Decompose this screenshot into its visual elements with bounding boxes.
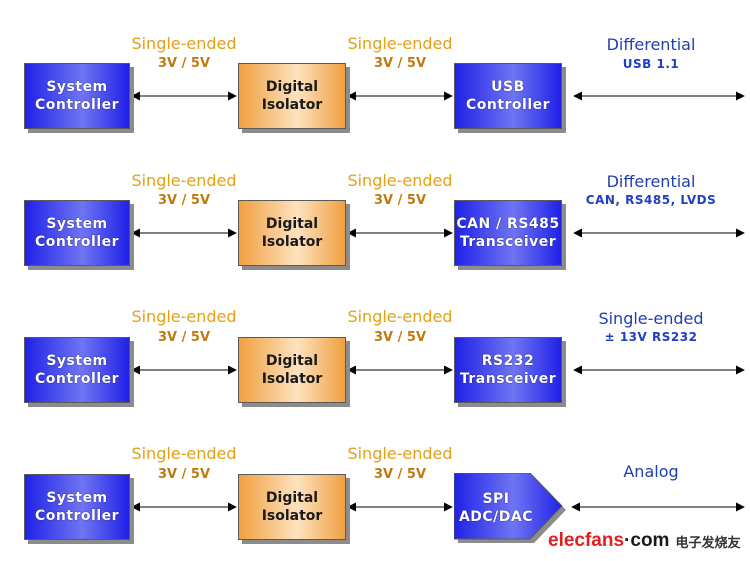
row2-link1-type: Single-ended bbox=[131, 171, 237, 190]
row4-link2-voltage: 3V / 5V bbox=[373, 467, 427, 482]
elecfans-watermark: elecfans·com 电子发烧友 bbox=[548, 529, 740, 553]
row3-link2-voltage: 3V / 5V bbox=[373, 330, 427, 345]
row2-link3-detail: CAN, RS485, LVDS bbox=[585, 193, 717, 207]
row4-digital-isolator: Digital Isolator bbox=[238, 474, 346, 540]
row4-link1-type: Single-ended bbox=[131, 444, 237, 463]
row1-link3-detail: USB 1.1 bbox=[622, 57, 680, 71]
row3-system-controller: System Controller bbox=[24, 337, 130, 403]
row2-link2-type: Single-ended bbox=[347, 171, 453, 190]
row4-link2-type: Single-ended bbox=[347, 444, 453, 463]
row1-digital-isolator: Digital Isolator bbox=[238, 63, 346, 129]
row2-link1-voltage: 3V / 5V bbox=[157, 193, 211, 208]
row2-link2-voltage: 3V / 5V bbox=[373, 193, 427, 208]
row2-digital-isolator: Digital Isolator bbox=[238, 200, 346, 266]
row4-system-controller: System Controller bbox=[24, 474, 130, 540]
row3-link2-type: Single-ended bbox=[347, 307, 453, 326]
row4-link3-type: Analog bbox=[623, 462, 679, 481]
row1-link1-voltage: 3V / 5V bbox=[157, 56, 211, 71]
row3-link1-voltage: 3V / 5V bbox=[157, 330, 211, 345]
row3-link3-type: Single-ended bbox=[598, 309, 704, 328]
row1-system-controller: System Controller bbox=[24, 63, 130, 129]
row3-link3-detail: ± 13V RS232 bbox=[604, 330, 698, 344]
watermark-brand: elecfans·com bbox=[548, 530, 670, 551]
row4-spi-adc-dac-label: SPI ADC/DAC bbox=[458, 491, 534, 525]
row3-link1-type: Single-ended bbox=[131, 307, 237, 326]
row1-link2-type: Single-ended bbox=[347, 34, 453, 53]
row2-system-controller: System Controller bbox=[24, 200, 130, 266]
row4-link1-voltage: 3V / 5V bbox=[157, 467, 211, 482]
row3-rs232-transceiver: RS232 Transceiver bbox=[454, 337, 562, 403]
row1-link2-voltage: 3V / 5V bbox=[373, 56, 427, 71]
row3-digital-isolator: Digital Isolator bbox=[238, 337, 346, 403]
row1-link1-type: Single-ended bbox=[131, 34, 237, 53]
row2-link3-type: Differential bbox=[606, 172, 696, 191]
watermark-chinese: 电子发烧友 bbox=[675, 534, 741, 550]
row1-usb-controller: USB Controller bbox=[454, 63, 562, 129]
row1-link3-type: Differential bbox=[606, 35, 696, 54]
row2-can-rs485-transceiver: CAN / RS485 Transceiver bbox=[454, 200, 562, 266]
row4-spi-adc-dac-block bbox=[454, 473, 566, 543]
